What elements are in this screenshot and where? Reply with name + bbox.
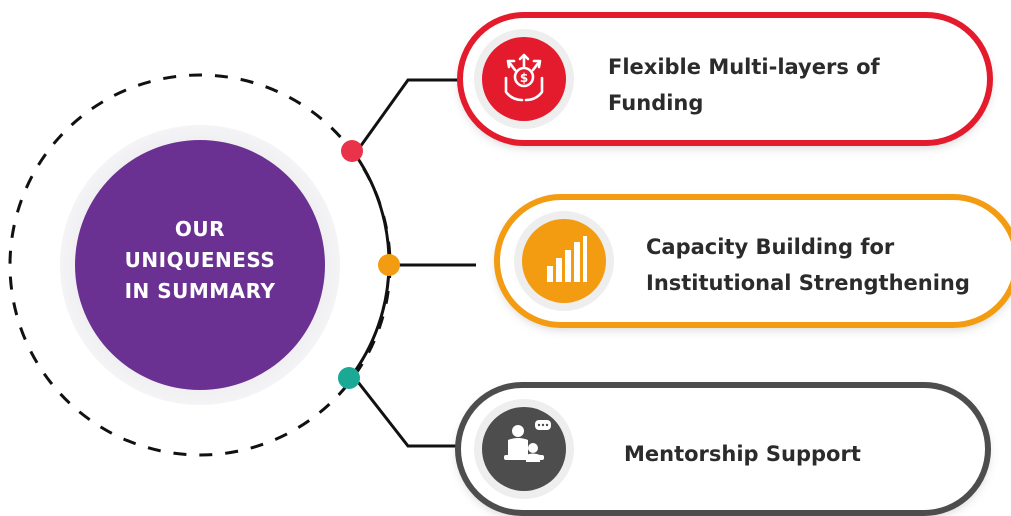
card-mentorship-label: Mentorship Support: [624, 436, 861, 472]
center-circle: [75, 140, 325, 390]
funding-hands-icon: $: [504, 53, 544, 102]
card-mentorship: [455, 382, 991, 516]
card-label-line: Flexible Multi-layers of: [608, 55, 880, 79]
card-label-line: Mentorship Support: [624, 442, 861, 466]
connector-dot-red: [341, 140, 363, 162]
connector-line-3: [356, 381, 458, 448]
svg-text:$: $: [520, 71, 528, 85]
connector-dot-orange: [378, 254, 400, 276]
card-label-line: Funding: [608, 91, 704, 115]
center-title: OUR UNIQUENESS IN SUMMARY: [75, 200, 325, 320]
card-capacity: [494, 194, 1011, 328]
connector-line-1: [358, 78, 458, 148]
bar-chart-icon: [547, 236, 587, 282]
card-label-line: Capacity Building for: [646, 235, 895, 259]
connector-dot-teal: [338, 367, 360, 389]
center-title-line: UNIQUENESS: [124, 247, 276, 272]
card-funding: $: [457, 12, 993, 146]
card-funding-label: Flexible Multi-layers of Funding: [608, 49, 880, 121]
mentorship-icon: [504, 420, 551, 462]
center-title-line: OUR: [174, 216, 226, 241]
center-title-line: IN SUMMARY: [124, 278, 276, 303]
card-capacity-label: Capacity Building for Institutional Stre…: [646, 229, 970, 301]
card-label-line: Institutional Strengthening: [646, 271, 970, 295]
